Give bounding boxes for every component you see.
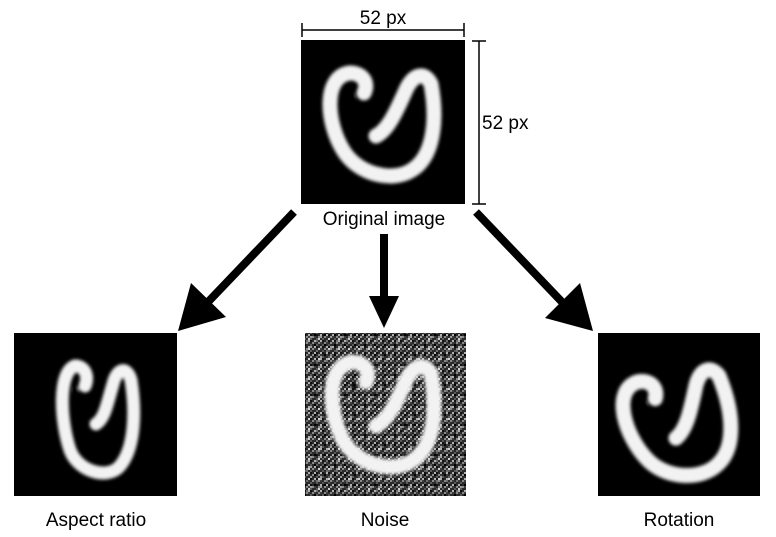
- noise-caption: Noise: [361, 510, 410, 531]
- aspect-ratio-glyph: [55, 359, 141, 480]
- arrow-to-noise: [369, 234, 399, 328]
- arrow-to-aspect-ratio: [178, 209, 297, 331]
- rotation-image: [598, 333, 760, 496]
- noise-image: [305, 333, 466, 496]
- aspect-ratio-caption: Aspect ratio: [46, 510, 146, 531]
- original-caption: Original image: [323, 209, 446, 230]
- height-dimension: 52 px: [472, 40, 529, 205]
- width-dimension: 52 px: [301, 8, 465, 37]
- original-glyph: [322, 65, 442, 184]
- aspect-ratio-image: [14, 333, 177, 496]
- noise-glyph: [324, 354, 442, 475]
- rotation-glyph: [615, 362, 739, 483]
- width-label: 52 px: [360, 8, 407, 29]
- rotation-caption: Rotation: [644, 510, 715, 531]
- arrow-to-rotation: [473, 209, 593, 331]
- original-image: [301, 40, 465, 204]
- height-label: 52 px: [482, 113, 529, 134]
